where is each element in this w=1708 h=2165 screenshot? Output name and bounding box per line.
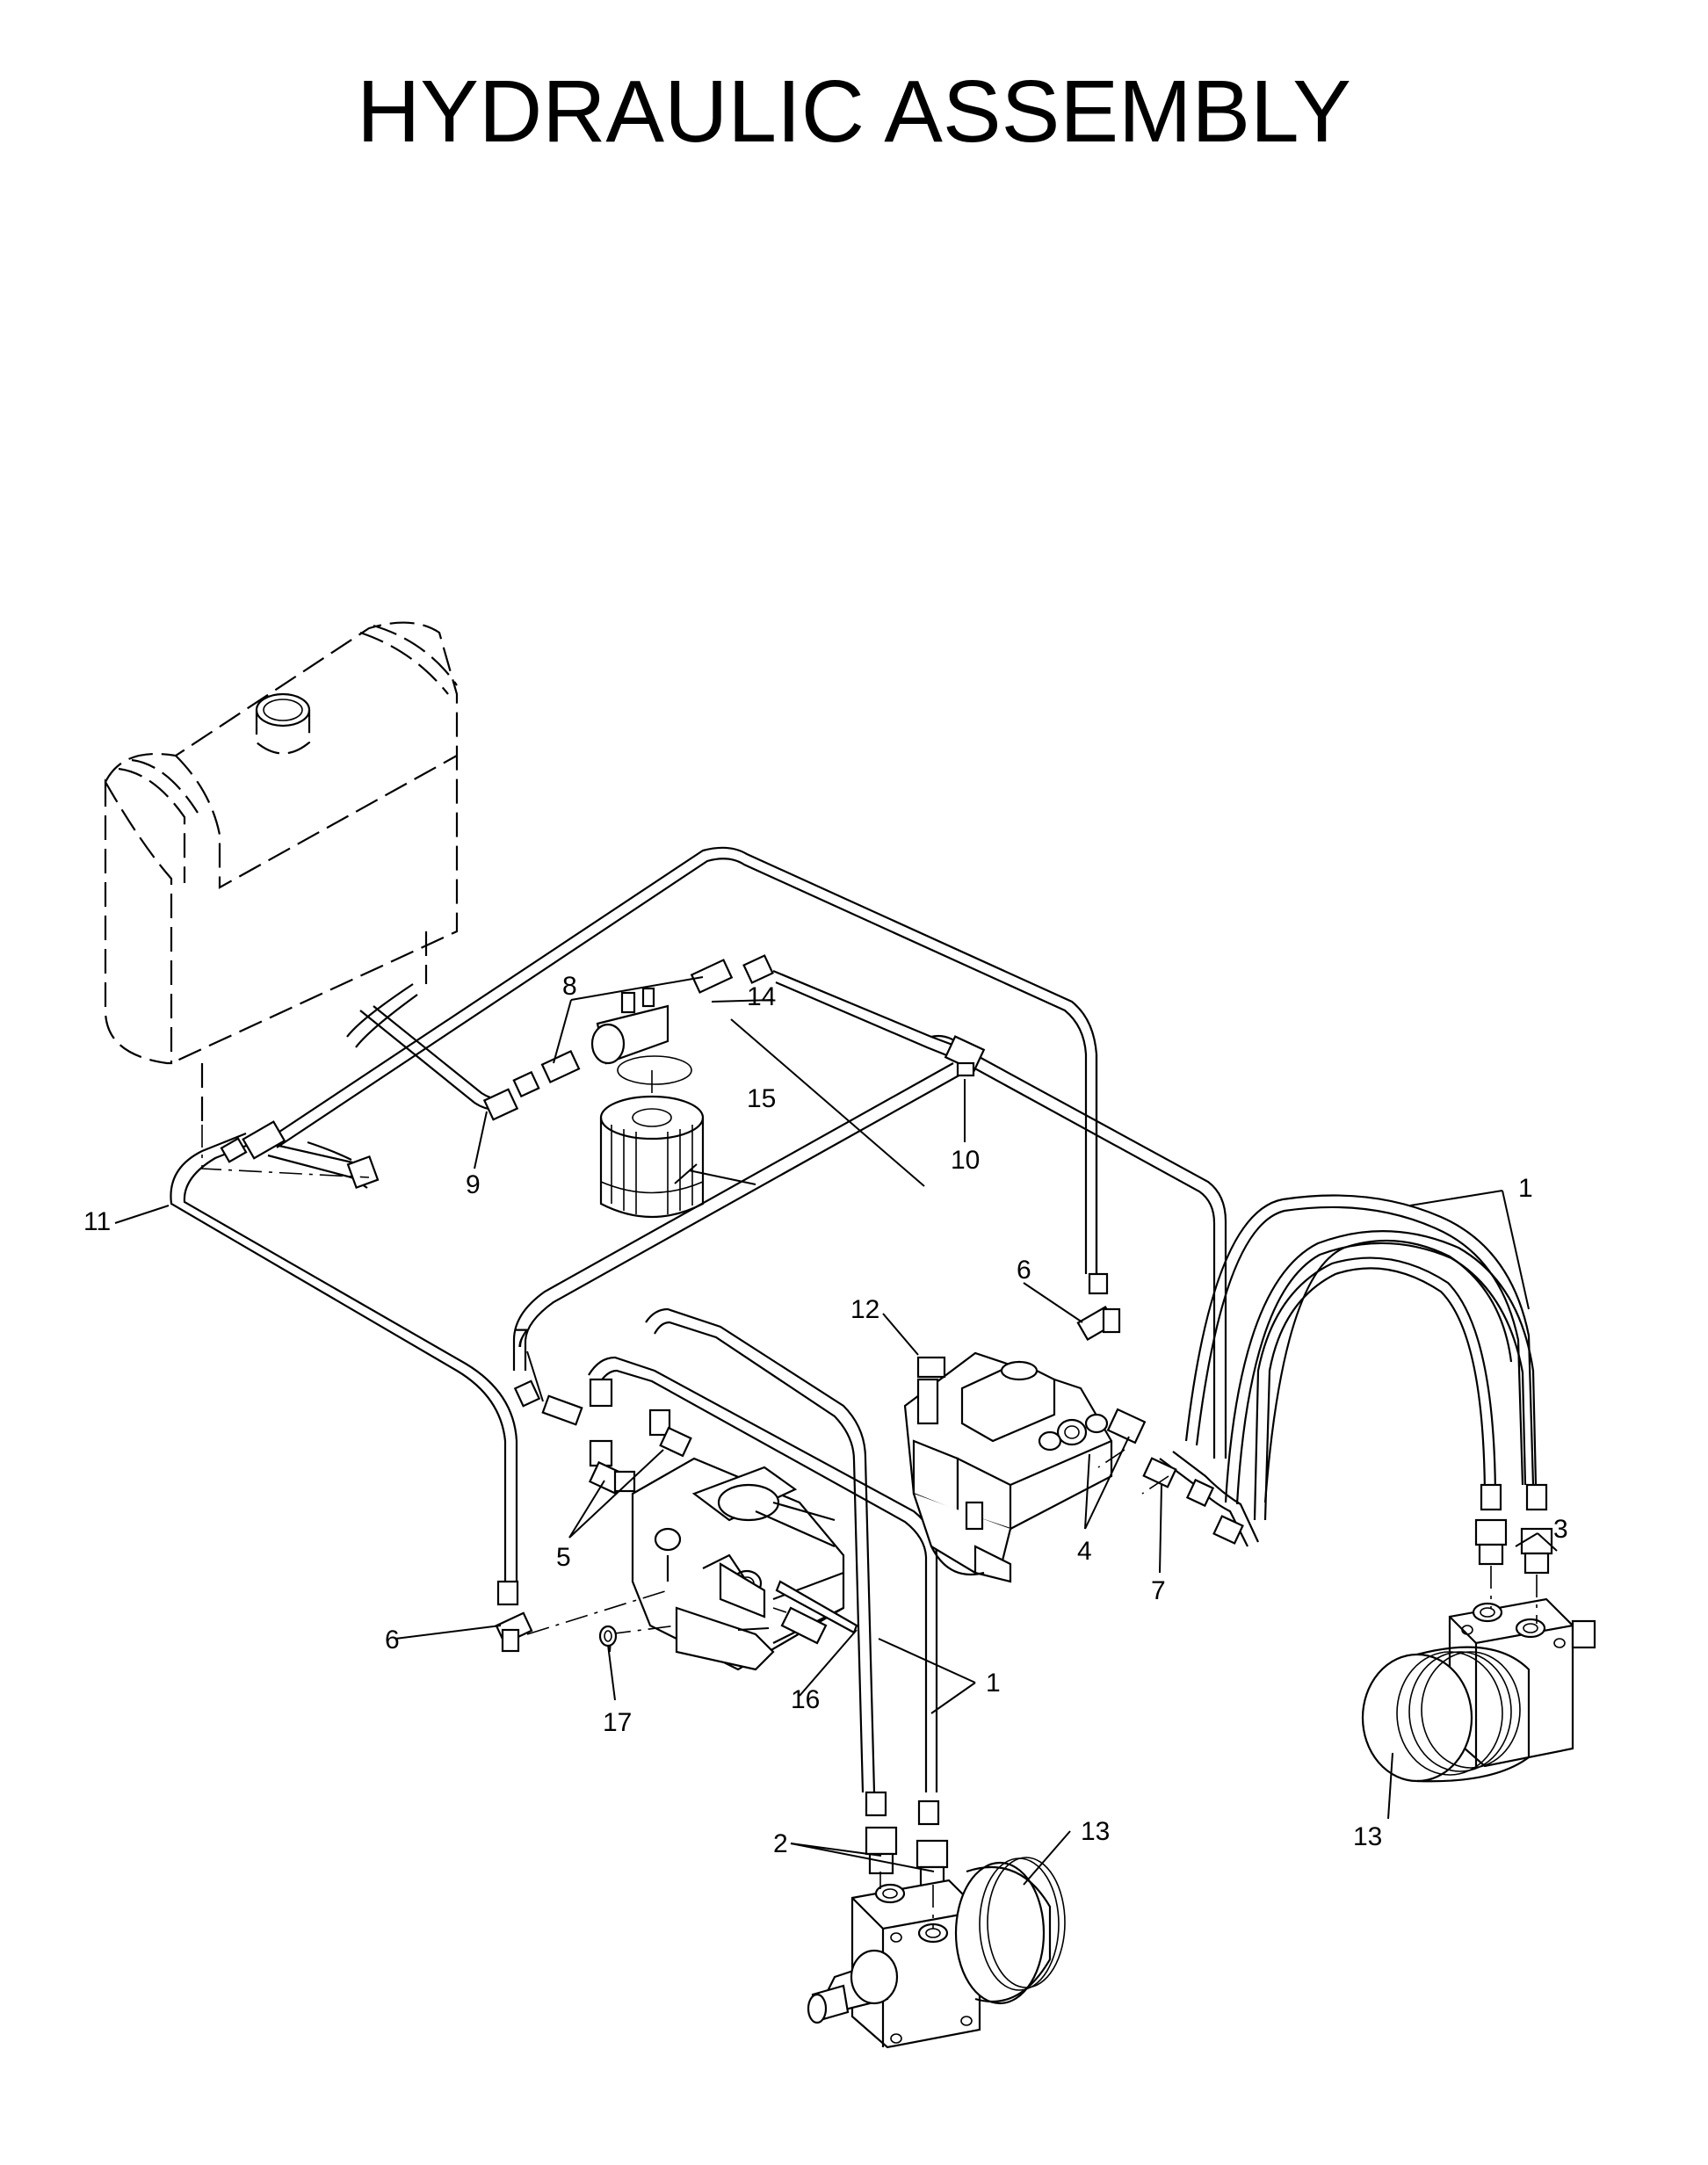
pump-right-12 <box>903 1351 1113 1583</box>
callout-1-lower: 1 <box>986 1669 1001 1698</box>
tee-fitting-left <box>220 1120 286 1163</box>
callout-17: 17 <box>603 1708 632 1737</box>
callout-numbers: 1 1 2 3 4 5 6 6 7 7 8 9 10 11 12 13 13 1… <box>83 972 1568 1858</box>
leader-lines <box>114 976 1558 1886</box>
callout-6-right: 6 <box>1017 1256 1031 1285</box>
adapter-fitting-8 <box>540 954 774 1084</box>
centerlines <box>201 1070 1538 1929</box>
adapter-fitting-7-right <box>1142 1457 1244 1545</box>
callout-7-right: 7 <box>1151 1576 1166 1605</box>
callout-13-front: 13 <box>1081 1817 1110 1846</box>
tee-fitting-10 <box>944 1035 986 1077</box>
filler-neck <box>255 692 311 755</box>
callout-11: 11 <box>83 1207 111 1236</box>
fittings <box>220 954 1553 1888</box>
hydraulic-tank <box>104 621 459 1125</box>
elbow-fittings-5 <box>588 1378 692 1495</box>
callout-15: 15 <box>747 1084 776 1113</box>
callout-10: 10 <box>951 1146 980 1175</box>
callout-14: 14 <box>747 982 776 1011</box>
callout-13-rear: 13 <box>1353 1822 1382 1851</box>
callout-2: 2 <box>773 1829 788 1858</box>
callout-1-upper: 1 <box>1518 1174 1533 1203</box>
callout-12: 12 <box>850 1295 879 1324</box>
adapter-fittings-3 <box>1474 1518 1553 1575</box>
callout-9: 9 <box>466 1170 481 1199</box>
pump-left <box>631 1457 858 1671</box>
callout-5: 5 <box>556 1543 571 1572</box>
adapter-fitting-7-left <box>513 1379 583 1426</box>
elbow-fitting-6-right <box>1076 1272 1121 1342</box>
callout-6-left: 6 <box>385 1626 400 1655</box>
callout-4: 4 <box>1077 1537 1092 1566</box>
elbow-fitting-6-left <box>495 1580 533 1653</box>
callout-8: 8 <box>562 972 577 1001</box>
callout-3: 3 <box>1553 1515 1568 1544</box>
filter-head-14 <box>590 987 692 1085</box>
motor-rear-13 <box>1361 1597 1596 1783</box>
oil-filter-15 <box>599 1095 705 1219</box>
motor-front-13 <box>807 1857 1066 2049</box>
callout-7-left: 7 <box>514 1324 529 1353</box>
adapter-fittings-2 <box>865 1826 949 1888</box>
elbow-fitting-9 <box>482 1070 540 1121</box>
callout-16: 16 <box>791 1685 820 1714</box>
page-title: HYDRAULIC ASSEMBLY <box>357 62 1351 161</box>
o-ring-17 <box>598 1625 618 1647</box>
hydraulic-lines <box>170 846 1538 1793</box>
